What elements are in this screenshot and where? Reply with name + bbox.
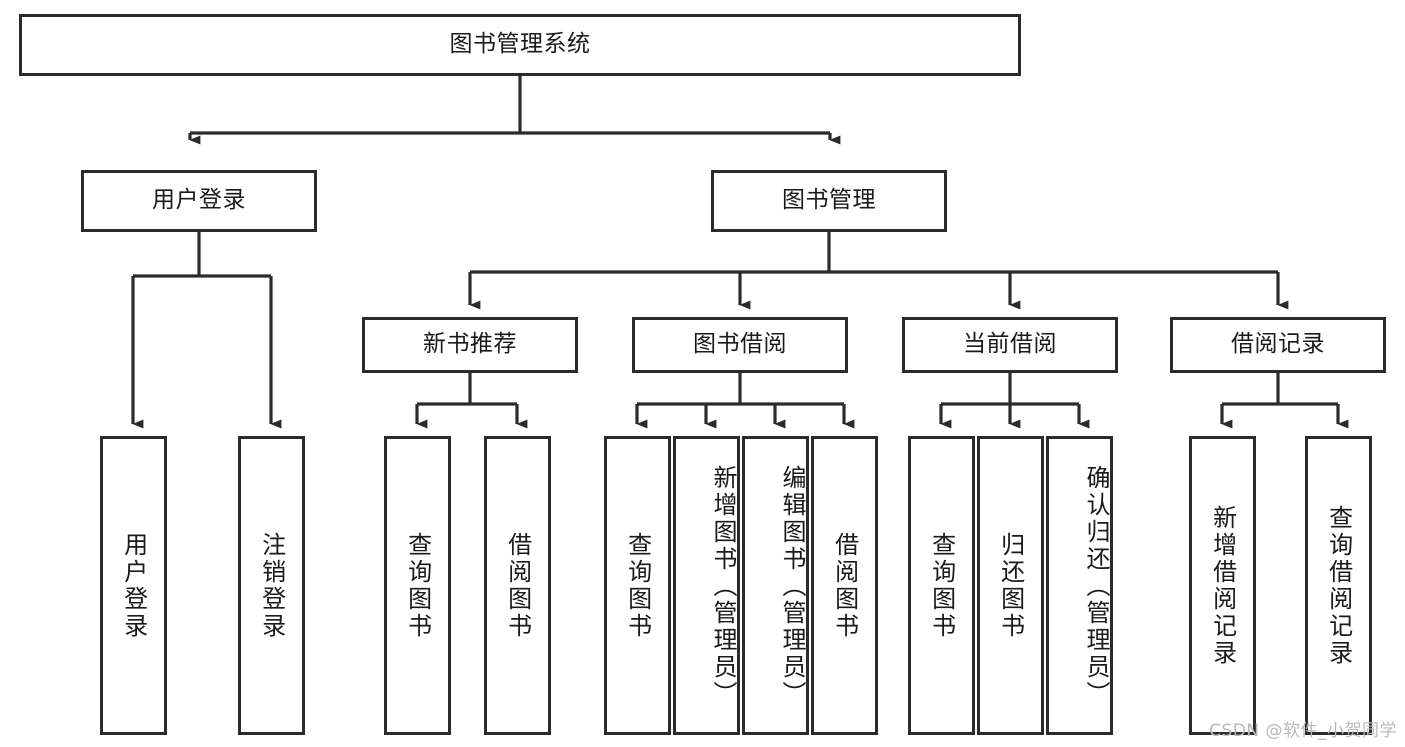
leaf-add-book[interactable]: 新增图书（管理员）: [673, 436, 740, 735]
node-book-borrow[interactable]: 图书借阅: [632, 317, 848, 373]
leaf-query-book-3[interactable]: 查询图书: [908, 436, 975, 735]
leaf-confirm-return[interactable]: 确认归还（管理员）: [1046, 436, 1113, 735]
leaf-query-record[interactable]: 查询借阅记录: [1305, 436, 1372, 735]
node-new-book-recommend[interactable]: 新书推荐: [362, 317, 578, 373]
leaf-logout-label: 注销登录: [257, 531, 286, 640]
leaf-add-record[interactable]: 新增借阅记录: [1189, 436, 1256, 735]
leaf-user-login-label: 用户登录: [119, 531, 148, 640]
node-current-borrow-label: 当前借阅: [963, 331, 1057, 358]
node-root[interactable]: 图书管理系统: [19, 14, 1021, 76]
node-user-login[interactable]: 用户登录: [81, 170, 317, 232]
leaf-logout[interactable]: 注销登录: [238, 436, 305, 735]
leaf-query-book-3-label: 查询图书: [927, 531, 956, 640]
leaf-return-book[interactable]: 归还图书: [977, 436, 1044, 735]
node-book-management-label: 图书管理: [782, 187, 876, 214]
leaf-query-book-1[interactable]: 查询图书: [384, 436, 451, 735]
node-root-label: 图书管理系统: [449, 31, 591, 58]
leaf-user-login[interactable]: 用户登录: [100, 436, 167, 735]
node-user-login-label: 用户登录: [152, 187, 246, 214]
leaf-borrow-book-1[interactable]: 借阅图书: [484, 436, 551, 735]
leaf-borrow-book-2[interactable]: 借阅图书: [811, 436, 878, 735]
leaf-borrow-book-1-label: 借阅图书: [503, 531, 532, 640]
leaf-edit-book-label: 编辑图书（管理员）: [778, 465, 806, 708]
node-borrow-record-label: 借阅记录: [1231, 331, 1325, 358]
leaf-borrow-book-2-label: 借阅图书: [830, 531, 859, 640]
leaf-query-book-1-label: 查询图书: [403, 531, 432, 640]
node-current-borrow[interactable]: 当前借阅: [902, 317, 1118, 373]
leaf-edit-book[interactable]: 编辑图书（管理员）: [742, 436, 809, 735]
leaf-query-book-2[interactable]: 查询图书: [604, 436, 671, 735]
node-borrow-record[interactable]: 借阅记录: [1170, 317, 1386, 373]
leaf-add-record-label: 新增借阅记录: [1208, 504, 1237, 667]
leaf-confirm-return-label: 确认归还（管理员）: [1082, 465, 1110, 708]
node-new-book-recommend-label: 新书推荐: [423, 331, 517, 358]
leaf-query-record-label: 查询借阅记录: [1324, 504, 1353, 667]
csdn-watermark: CSDN @软件_小贺同学: [1209, 721, 1397, 741]
leaf-add-book-label: 新增图书（管理员）: [709, 465, 737, 708]
node-book-management[interactable]: 图书管理: [711, 170, 947, 232]
leaf-return-book-label: 归还图书: [996, 531, 1025, 640]
node-book-borrow-label: 图书借阅: [693, 331, 787, 358]
leaf-query-book-2-label: 查询图书: [623, 531, 652, 640]
